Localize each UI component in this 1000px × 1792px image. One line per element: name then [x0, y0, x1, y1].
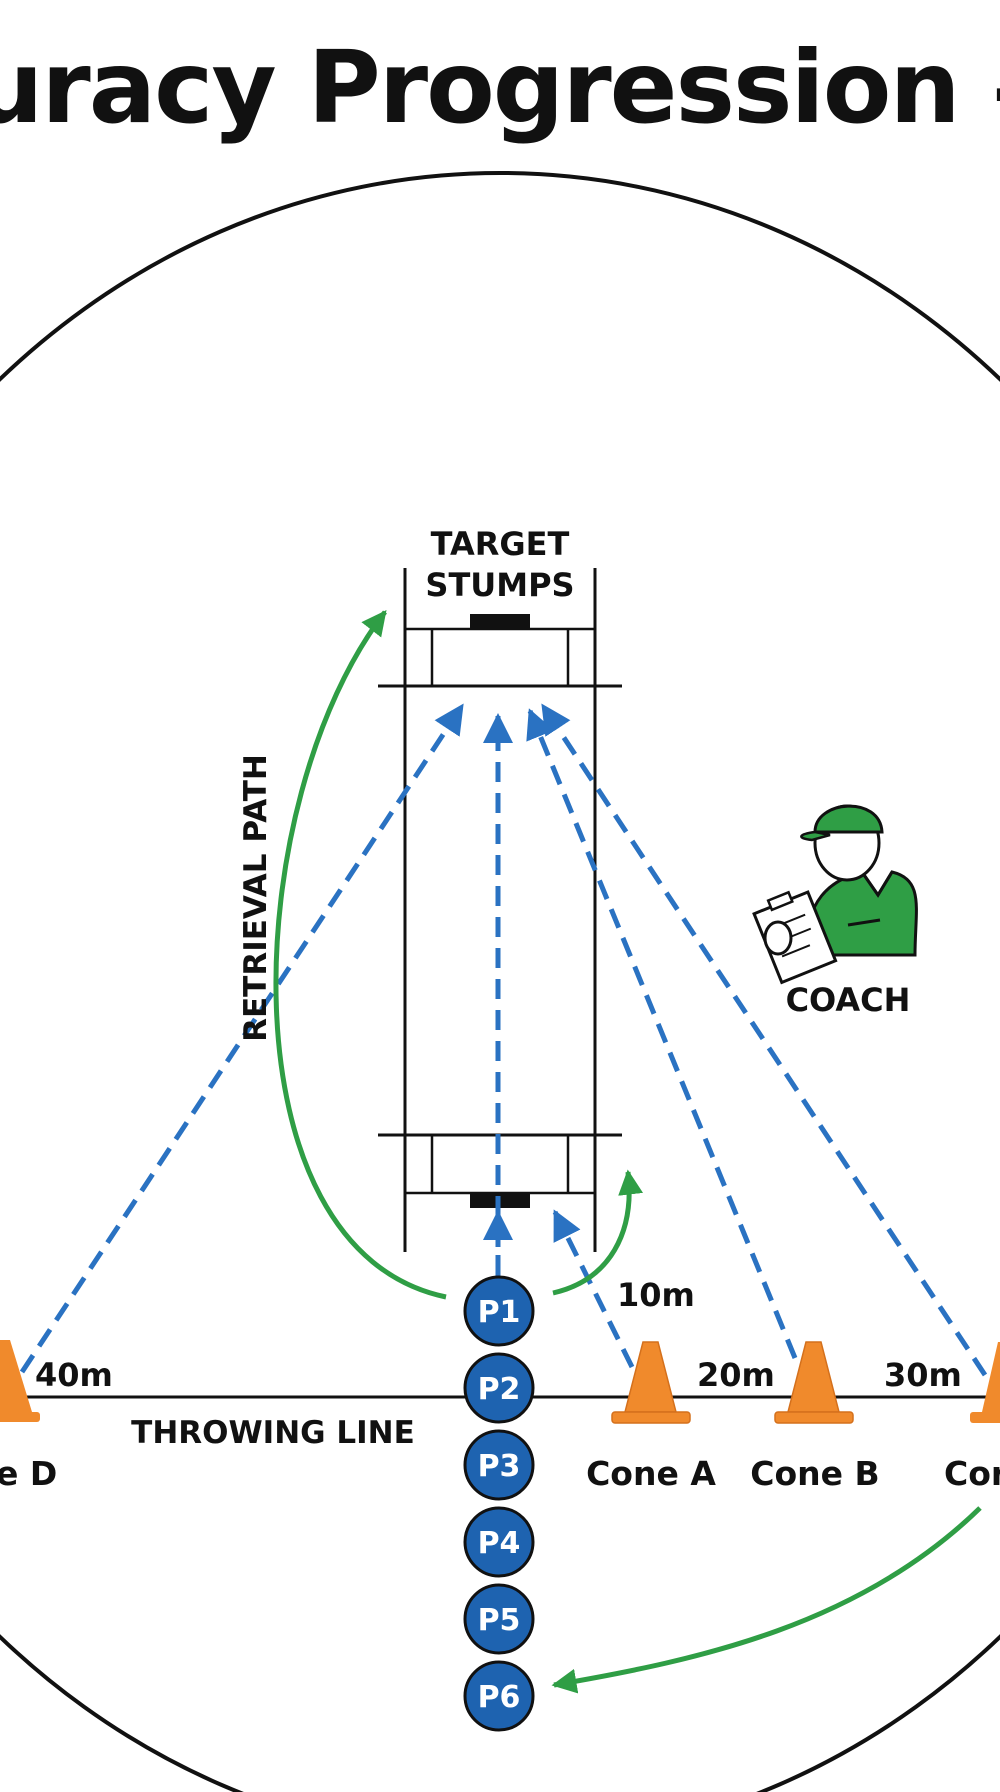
player-marker [463, 1429, 535, 1501]
retrieval-path-label: RETRIEVAL PATH [238, 754, 274, 1042]
player-marker [463, 1660, 535, 1732]
player-label: P4 [478, 1526, 521, 1561]
distance-label-cone-d: 40m [35, 1356, 113, 1394]
player-p1: P1 [463, 1275, 535, 1347]
target-stumps-icon [470, 614, 530, 629]
throwing-line-label: THROWING LINE [131, 1415, 415, 1451]
throw-path-cone-c [540, 703, 988, 1377]
player-marker [463, 1275, 535, 1347]
player-p5: P5 [463, 1583, 535, 1655]
coach [752, 804, 918, 985]
player-label: P2 [478, 1372, 521, 1407]
traffic-cone-icon [611, 1341, 691, 1424]
distance-label-cone-b: 20m [697, 1356, 775, 1394]
cone-label-d: e D [0, 1454, 57, 1493]
retrieval-path-return [551, 1506, 982, 1694]
page-title: ccuracy Progression – S [0, 29, 1000, 146]
coach-with-clipboard-icon [752, 804, 918, 985]
cone-label-a: Cone A [586, 1454, 716, 1493]
player-label: P3 [478, 1449, 521, 1484]
throw-path-cone-b [526, 708, 798, 1359]
coach-label: COACH [786, 981, 911, 1019]
target-label-line1: TARGET [431, 525, 570, 563]
player-p3: P3 [463, 1429, 535, 1501]
distance-label-cone-a: 10m [617, 1276, 695, 1314]
player-marker [463, 1583, 535, 1655]
retrieval-paths [273, 610, 982, 1694]
throw-path-cone-d [19, 703, 465, 1374]
cone-a [611, 1341, 691, 1424]
cone-b [774, 1341, 854, 1424]
cone-label-b: Cone B [750, 1454, 879, 1493]
player-p2: P2 [463, 1352, 535, 1424]
player-marker [463, 1506, 535, 1578]
player-marker [463, 1352, 535, 1424]
player-p4: P4 [463, 1506, 535, 1578]
player-label: P1 [478, 1295, 521, 1330]
retrieval-path-short [552, 1169, 644, 1296]
field-boundary [0, 171, 1000, 1792]
target-label-line2: STUMPS [425, 566, 574, 604]
player-p6: P6 [463, 1660, 535, 1732]
cone-d [0, 1340, 40, 1422]
player-label: P5 [478, 1603, 521, 1638]
traffic-cone-icon [0, 1340, 40, 1422]
retrieval-path-long [273, 610, 447, 1300]
player-label: P6 [478, 1680, 521, 1715]
pitch [378, 568, 622, 1252]
cone-c [970, 1342, 1000, 1423]
cone-label-c: Cor [944, 1454, 1000, 1493]
traffic-cone-icon [774, 1341, 854, 1424]
distance-label-cone-c: 30m [884, 1356, 962, 1394]
traffic-cone-icon [970, 1342, 1000, 1423]
